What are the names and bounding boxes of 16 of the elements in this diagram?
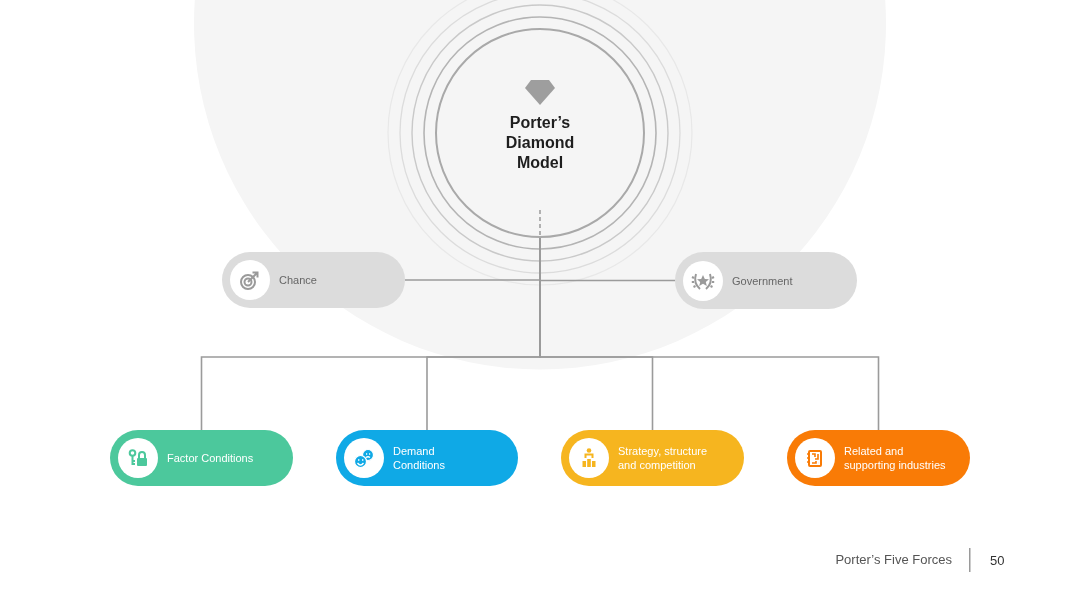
- node-label: Related and supporting industries: [844, 444, 947, 472]
- center-circle: [435, 28, 645, 238]
- node-label: Government: [732, 273, 794, 288]
- pill-node: [787, 430, 970, 486]
- page-number: 50: [990, 553, 1005, 569]
- node-label: Strategy, structure and competition: [618, 444, 709, 472]
- pill-node: [561, 430, 744, 486]
- pill-node: [110, 430, 293, 486]
- node-label: Chance: [279, 273, 318, 287]
- node-label: Factor Conditions: [167, 451, 255, 465]
- node-title: Porter’s Diamond Model: [505, 113, 575, 173]
- pill-node: [222, 252, 405, 308]
- footer-section-title: Porter’s Five Forces: [835, 552, 952, 568]
- node-label: Demand Conditions: [393, 444, 446, 472]
- pill-node: [336, 430, 518, 486]
- pill-node: [675, 252, 857, 309]
